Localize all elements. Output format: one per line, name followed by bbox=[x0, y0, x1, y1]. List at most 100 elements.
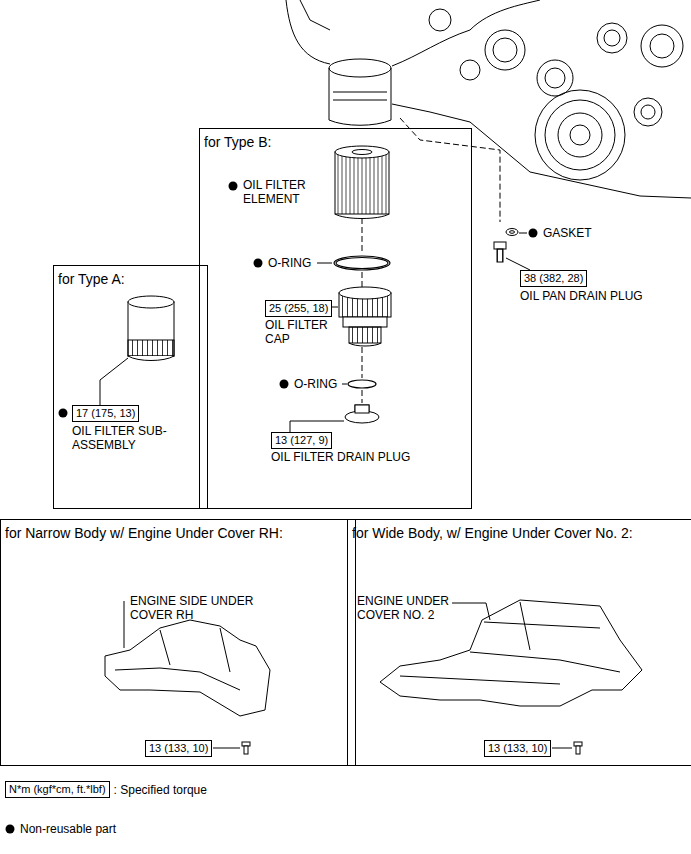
engine-illustration bbox=[545, 100, 615, 170]
part-name: OIL FILTER CAP bbox=[265, 318, 335, 346]
engine-illustration bbox=[300, 0, 330, 30]
engine-under-cover bbox=[452, 603, 490, 620]
engine-under-cover bbox=[380, 600, 642, 754]
engine-illustration bbox=[429, 9, 451, 31]
oil-filter-element bbox=[335, 152, 389, 214]
oil-filter-cap bbox=[339, 287, 391, 299]
engine-side-under-cover bbox=[115, 628, 240, 690]
engine-illustration bbox=[333, 92, 387, 100]
engine-illustration bbox=[641, 25, 683, 67]
oil-pan-drain-plug bbox=[506, 258, 530, 270]
group-panel: for Type A: 17 (175, 13) bbox=[53, 265, 208, 509]
oil-filter-drain-plug bbox=[290, 405, 379, 432]
engine-under-cover bbox=[576, 746, 580, 754]
oil-filter-sub-assembly bbox=[128, 302, 174, 356]
engine-illustration bbox=[392, 104, 691, 198]
oil-filter-cap bbox=[331, 287, 391, 346]
torque-value: 13 (133, 10) bbox=[485, 741, 550, 756]
oil-pan-drain-plug bbox=[497, 249, 503, 262]
torque-box: 17 (175, 13) bbox=[72, 405, 139, 422]
part-name: ENGINE UNDER COVER NO. 2 bbox=[357, 594, 469, 622]
part-name: OIL PAN DRAIN PLUG bbox=[520, 289, 643, 303]
oil-pan-drain-plug bbox=[494, 242, 506, 249]
engine-illustration bbox=[641, 105, 655, 119]
part-name: O-RING bbox=[294, 377, 337, 391]
oil-filter-element bbox=[335, 146, 389, 158]
oil-filter-element bbox=[335, 146, 389, 219]
engine-illustration bbox=[634, 98, 662, 126]
engine-illustration bbox=[392, 0, 540, 66]
oil-pan-drain-plug bbox=[510, 231, 515, 234]
o-ring bbox=[342, 384, 347, 385]
oil-filter-drain-plug bbox=[290, 421, 344, 432]
torque-value: 38 (382, 28) bbox=[521, 271, 586, 286]
oil-pan-drain-plug bbox=[494, 229, 530, 271]
part-name: ENGINE SIDE UNDER COVER RH bbox=[130, 594, 280, 622]
torque-value: 25 (255, 18) bbox=[266, 301, 331, 316]
oil-pan-drain-plug bbox=[506, 229, 518, 236]
oil-pan-drain-plug bbox=[519, 233, 527, 234]
torque-box: 25 (255, 18) bbox=[265, 300, 332, 317]
engine-illustration bbox=[535, 90, 625, 180]
torque-value: 13 (127, 9) bbox=[272, 433, 331, 448]
non-reusable-mark bbox=[6, 182, 538, 834]
panel-heading: for Type A: bbox=[54, 266, 207, 287]
oil-filter-cap bbox=[349, 343, 381, 346]
o-ring bbox=[342, 380, 376, 388]
o-ring bbox=[317, 256, 390, 270]
torque-box: 13 (127, 9) bbox=[271, 432, 332, 449]
oil-filter-cap bbox=[349, 327, 381, 343]
oil-filter-cap bbox=[343, 317, 387, 327]
oil-filter-sub-assembly bbox=[128, 296, 174, 308]
torque-box: N*m (kgf*cm, ft.*lbf) bbox=[5, 781, 110, 798]
engine-illustration bbox=[329, 59, 391, 77]
engine-under-cover bbox=[574, 742, 582, 746]
part-name: GASKET bbox=[543, 226, 592, 240]
oil-filter-sub-assembly bbox=[128, 356, 174, 361]
o-ring bbox=[336, 258, 388, 269]
oil-filter-sub-assembly bbox=[128, 340, 174, 356]
torque-box: 13 (133, 10) bbox=[484, 740, 551, 757]
legend-text: Non-reusable part bbox=[20, 822, 116, 836]
engine-side-under-cover bbox=[105, 601, 270, 754]
o-ring bbox=[334, 256, 390, 270]
torque-value: 17 (175, 13) bbox=[73, 406, 138, 421]
engine-side-under-cover bbox=[213, 748, 240, 749]
oil-filter-sub-assembly bbox=[100, 358, 128, 405]
part-name: OIL FILTER DRAIN PLUG bbox=[271, 450, 410, 464]
engine-illustration bbox=[493, 38, 517, 62]
engine-illustration bbox=[545, 68, 565, 88]
o-ring bbox=[317, 263, 332, 264]
engine-illustration bbox=[604, 30, 620, 46]
part-name: OIL FILTER ELEMENT bbox=[243, 178, 328, 206]
torque-box: 13 (133, 10) bbox=[145, 740, 212, 757]
panel-heading: for Type B: bbox=[200, 129, 471, 150]
dashed-assembly-line bbox=[400, 118, 500, 222]
engine-illustration bbox=[460, 60, 480, 80]
engine-illustration bbox=[558, 113, 602, 157]
non-reusable-mark bbox=[59, 409, 68, 418]
engine-illustration bbox=[286, 0, 330, 64]
o-ring bbox=[348, 380, 376, 388]
engine-under-cover bbox=[552, 748, 572, 749]
oil-filter-element bbox=[335, 214, 389, 219]
non-reusable-mark bbox=[529, 229, 538, 238]
engine-illustration bbox=[597, 23, 627, 53]
non-reusable-mark bbox=[280, 380, 289, 389]
engine-illustration bbox=[329, 120, 391, 125]
oil-filter-drain-plug bbox=[355, 405, 369, 413]
engine-illustration bbox=[570, 125, 590, 145]
panel-heading: for Narrow Body w/ Engine Under Cover RH… bbox=[1, 520, 355, 541]
torque-value: 13 (133, 10) bbox=[146, 741, 211, 756]
engine-illustration bbox=[650, 34, 674, 58]
engine-illustration bbox=[485, 30, 525, 70]
torque-value: N*m (kgf*cm, ft.*lbf) bbox=[6, 782, 109, 797]
group-panel: for Narrow Body w/ Engine Under Cover RH… bbox=[0, 519, 356, 766]
part-name: O-RING bbox=[268, 256, 311, 270]
engine-side-under-cover bbox=[105, 620, 270, 716]
oil-filter-element bbox=[352, 150, 372, 155]
engine-illustration bbox=[329, 68, 391, 120]
non-reusable-mark bbox=[254, 259, 263, 268]
legend-text: : Specified torque bbox=[114, 783, 207, 797]
